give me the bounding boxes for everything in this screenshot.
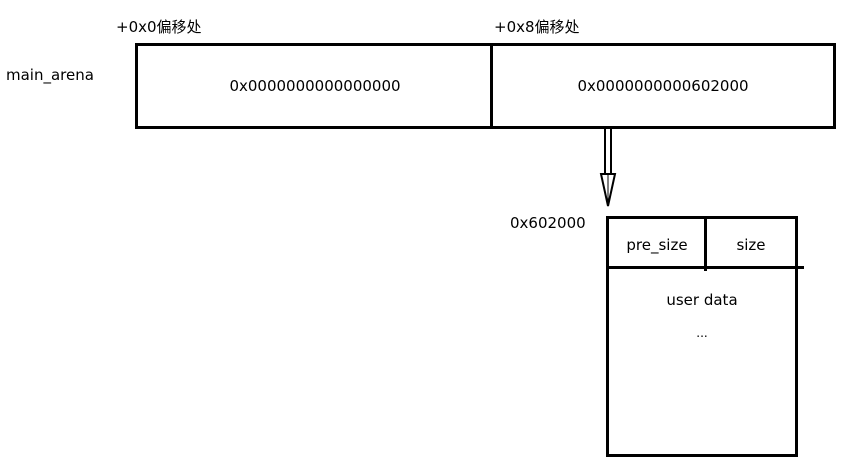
user-data-ellipsis: ... — [696, 326, 708, 340]
arena-slot-8: 0x0000000000602000 — [493, 46, 833, 126]
chunk-box: pre_size size user data ... — [606, 216, 798, 457]
header-divider — [704, 219, 707, 271]
offset-8-label: +0x8偏移处 — [494, 18, 580, 36]
main-arena-label: main_arena — [6, 66, 94, 84]
pre-size-label: pre_size — [626, 236, 688, 254]
chunk-address-label: 0x602000 — [510, 214, 586, 232]
header-separator — [606, 266, 804, 269]
arena-slot-0: 0x0000000000000000 — [138, 46, 492, 126]
arena-slot-divider — [490, 46, 493, 126]
arena-slot-8-value: 0x0000000000602000 — [577, 77, 749, 95]
pre-size-cell: pre_size — [609, 219, 705, 271]
size-label: size — [736, 236, 766, 254]
user-data-area: user data ... — [609, 274, 795, 454]
size-cell: size — [707, 219, 795, 271]
offset-0-label: +0x0偏移处 — [116, 18, 202, 36]
arena-slot-0-value: 0x0000000000000000 — [229, 77, 401, 95]
user-data-label: user data — [666, 291, 738, 309]
main-arena-box: 0x0000000000000000 0x0000000000602000 — [135, 43, 836, 129]
